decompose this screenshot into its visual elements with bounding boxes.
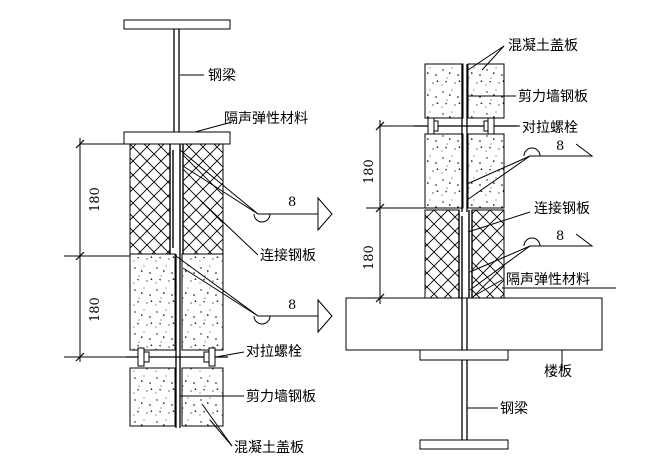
right-label-floor-slab: 楼板: [544, 364, 572, 380]
right-label-connecting-plate: 连接钢板: [534, 200, 590, 217]
right-concrete-top-right: [467, 63, 505, 119]
right-floor-slab: [345, 297, 603, 351]
right-label-tie-bolt: 对拉螺栓: [522, 120, 578, 136]
left-leader-lines: [175, 74, 333, 447]
left-base-plate: [123, 131, 231, 145]
right-concrete-mid-left: [424, 133, 464, 209]
left-weld-size-upper: 8: [288, 195, 296, 210]
right-dimension-lower: 180: [362, 245, 377, 270]
right-beam-bottom-flange: [419, 439, 509, 450]
right-bottom-plate: [419, 349, 509, 361]
right-concrete-top-left: [424, 63, 464, 119]
left-dimension-lines: [64, 138, 138, 362]
left-concrete-lower-left: [129, 367, 176, 427]
left-beam-top-flange: [123, 19, 231, 30]
left-label-sound-insulation: 隔声弹性材料: [224, 111, 308, 127]
left-label-concrete-cover: 混凝土盖板: [234, 440, 304, 456]
left-dimension-lower: 180: [88, 297, 103, 322]
left-labels: 钢梁 隔声弹性材料 连接钢板 对拉螺栓 剪力墙钢板 混凝土盖板 8 8 180 …: [88, 68, 316, 456]
right-dimension-lines: [366, 120, 426, 304]
right-insulation-block-right: [471, 209, 505, 299]
right-concrete-mid-right: [467, 133, 505, 209]
right-insulation-block-left: [424, 209, 460, 299]
left-label-tie-bolt: 对拉螺栓: [246, 344, 302, 360]
left-label-connecting-plate: 连接钢板: [260, 247, 316, 264]
left-concrete-lower-right: [181, 367, 224, 427]
right-dimension-upper: 180: [362, 159, 377, 184]
left-tie-bolt: [126, 347, 228, 367]
right-weld-size-upper: 8: [556, 139, 564, 154]
left-label-shear-wall-plate: 剪力墙钢板: [246, 389, 316, 405]
right-label-sound-insulation: 隔声弹性材料: [506, 272, 590, 288]
right-detail: [345, 45, 616, 450]
right-label-concrete-cover: 混凝土盖板: [508, 38, 578, 54]
left-detail: [64, 19, 333, 447]
left-concrete-upper-left: [129, 253, 176, 351]
left-concrete-upper-right: [181, 253, 224, 351]
right-label-steel-beam: 钢梁: [500, 401, 528, 417]
right-leader-lines: [466, 45, 616, 409]
right-label-shear-wall-plate: 剪力墙钢板: [518, 89, 588, 105]
left-label-steel-beam: 钢梁: [208, 68, 236, 84]
left-insulation-block-right: [182, 143, 224, 255]
right-labels: 混凝土盖板 剪力墙钢板 对拉螺栓 连接钢板 隔声弹性材料 楼板 钢梁 8 8 1…: [362, 38, 590, 417]
left-insulation-block-left: [129, 143, 171, 255]
left-weld-size-lower: 8: [288, 298, 296, 313]
left-dimension-upper: 180: [88, 187, 103, 212]
right-weld-size-lower: 8: [556, 229, 564, 244]
